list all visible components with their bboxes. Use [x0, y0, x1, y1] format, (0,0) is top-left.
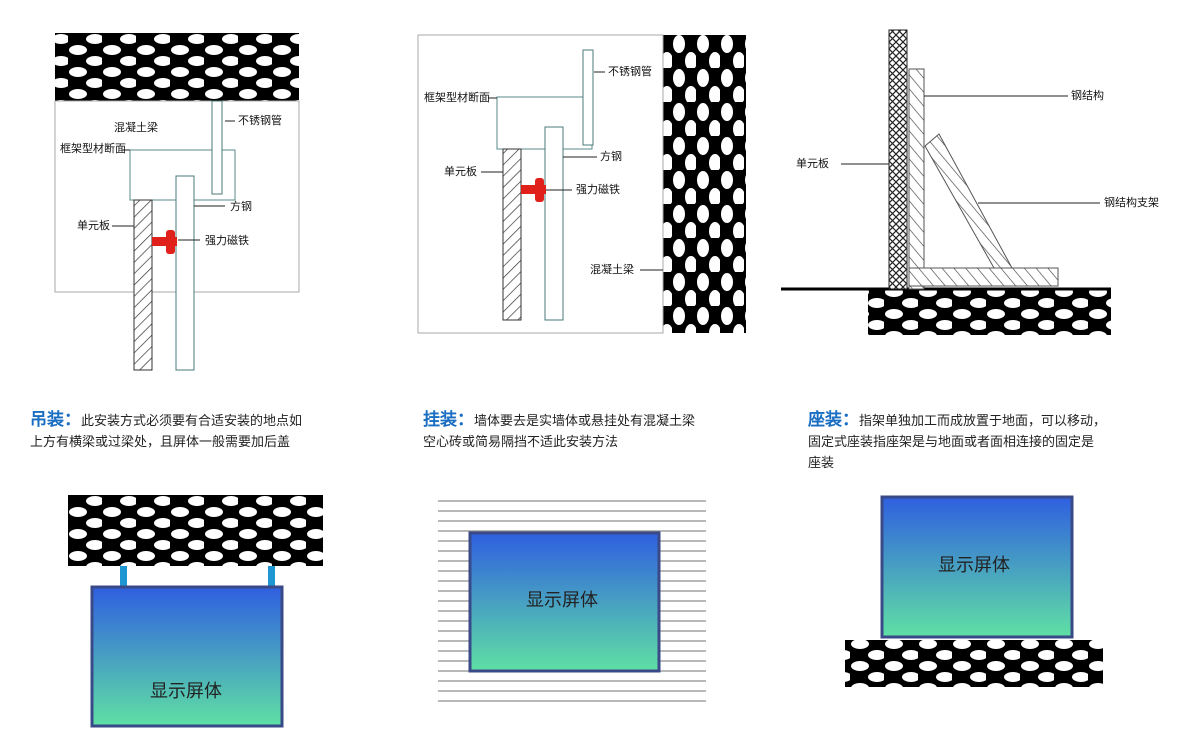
label-magnet: 强力磁铁 — [576, 183, 620, 196]
steel-support-brace — [924, 133, 1013, 269]
ground-block — [868, 290, 1111, 335]
hanger-left — [120, 566, 127, 587]
steel-structure-base — [908, 267, 1059, 287]
method-line: 座装 — [808, 456, 835, 471]
screen-label: 显示屏体 — [526, 590, 598, 611]
method-line: 墙体要去是实墙体或悬挂处有混凝土梁 — [474, 414, 696, 429]
display-screen — [880, 495, 1074, 639]
unit-panel — [888, 29, 908, 290]
label-concrete-beam: 混凝土梁 — [590, 263, 634, 276]
label-magnet: 强力磁铁 — [205, 234, 249, 247]
label-unit-panel: 单元板 — [796, 157, 829, 170]
label-steel-support: 钢结构支架 — [1104, 196, 1159, 209]
method-line: 固定式座装指座架是与地面或者面相连接的固定是 — [808, 435, 1095, 450]
method-line: 空心砖或简易隔挡不适此安装方法 — [423, 435, 619, 450]
wall-illustration — [438, 495, 706, 705]
label-unit-panel: 单元板 — [444, 165, 477, 178]
square-steel — [544, 126, 564, 321]
unit-panel — [502, 148, 522, 321]
stainless-pipe — [582, 49, 594, 146]
floor-base — [845, 640, 1103, 687]
screen-label: 显示屏体 — [938, 555, 1010, 576]
label-unit-panel: 单元板 — [77, 219, 110, 232]
floor-illustration — [845, 495, 1103, 687]
magnet-head — [535, 178, 544, 202]
stainless-pipe — [211, 100, 223, 195]
method-line: 上方有横梁或过梁处，且屏体一般需要加后盖 — [30, 435, 291, 450]
method-wall-desc: 挂装：墙体要去是实墙体或悬挂处有混凝土梁 空心砖或简易隔挡不适此安装方法 — [423, 410, 783, 453]
method-floor-desc: 座装：指架单独加工而成放置于地面，可以移动， 固定式座装指座架是与地面或者面相连… — [808, 410, 1178, 474]
magnet-head — [166, 230, 175, 254]
frame-outline — [417, 34, 664, 334]
method-line: 此安装方式必须要有合适安装的地点如 — [81, 414, 303, 429]
ceiling-beam — [68, 495, 323, 566]
screen-label: 显示屏体 — [150, 681, 222, 702]
diagram-wall-section — [417, 34, 746, 334]
concrete-beam-block — [55, 33, 299, 101]
unit-panel — [133, 199, 153, 371]
method-line: 指架单独加工而成放置于地面，可以移动， — [859, 414, 1107, 429]
magnet — [521, 185, 546, 194]
diagram-hanging-section — [54, 33, 300, 371]
label-square-steel: 方钢 — [600, 150, 622, 163]
diagram-floor-section — [781, 29, 1111, 335]
method-title: 座装： — [808, 410, 859, 430]
label-square-steel: 方钢 — [230, 200, 252, 213]
method-title: 挂装： — [423, 410, 474, 430]
label-stainless-pipe: 不锈钢管 — [608, 65, 652, 78]
display-screen — [468, 531, 661, 673]
label-concrete-beam: 混凝土梁 — [114, 121, 158, 134]
display-screen — [90, 585, 284, 728]
label-frame-section: 框架型材断面 — [60, 142, 126, 155]
label-frame-section: 框架型材断面 — [424, 91, 490, 104]
method-title: 吊装： — [30, 410, 81, 430]
concrete-wall-block — [663, 35, 746, 333]
hanging-illustration — [68, 495, 323, 728]
steel-structure-vertical — [908, 68, 925, 290]
hanger-right — [268, 566, 275, 587]
label-steel-structure: 钢结构 — [1071, 89, 1104, 102]
label-stainless-pipe: 不锈钢管 — [238, 114, 282, 127]
magnet — [152, 237, 177, 246]
method-hanging-desc: 吊装：此安装方式必须要有合适安装的地点如 上方有横梁或过梁处，且屏体一般需要加后… — [30, 410, 390, 453]
square-steel — [175, 175, 195, 371]
